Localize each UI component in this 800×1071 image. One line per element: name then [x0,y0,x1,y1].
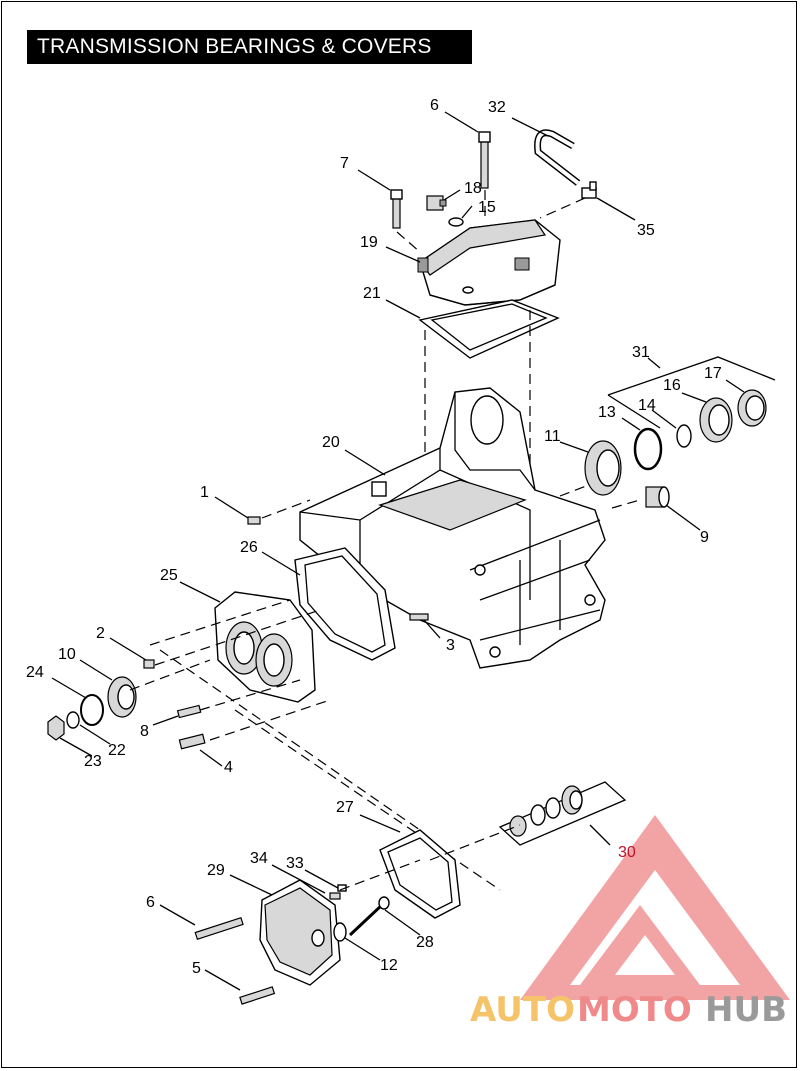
bearing-17 [737,389,767,427]
top-cover-19 [417,219,561,306]
bolt-5 [239,986,276,1005]
watermark-logo [520,815,790,1000]
bearing-cover-25 [214,591,316,703]
side-cover-29 [259,879,341,986]
bolt-6-top [478,131,491,189]
callout-3: 3 [446,637,455,654]
bolt-8 [176,704,202,719]
bearing-11 [584,440,622,496]
callout-12: 12 [380,957,398,974]
callout-26: 26 [240,539,258,556]
pin-28 [348,903,384,937]
oring-15 [448,217,464,227]
callout-9: 9 [700,529,709,546]
callout-18: 18 [464,180,482,197]
callout-25: 25 [160,567,178,584]
retaining-ring-13 [633,427,663,471]
stud-3 [409,613,429,621]
callout-20: 20 [322,434,340,451]
callout-34: 34 [250,850,268,867]
callout-30: 30 [618,844,636,861]
gasket-27 [379,829,461,919]
fitting-35 [581,181,597,199]
callout-2: 2 [96,625,105,642]
leader-lines [51,111,745,991]
callout-24: 24 [26,664,44,681]
nut-23 [47,715,65,741]
transmission-case-20 [299,387,606,669]
switch-18 [426,195,447,211]
oring-14 [676,424,692,448]
watermark-text: AUTO MOTO HUB [470,990,787,1030]
callout-15: 15 [478,199,496,216]
bearing-10 [107,676,137,718]
plug-34 [329,892,341,900]
callout-5: 5 [192,960,201,977]
callout-14: 14 [638,397,656,414]
callout-32: 32 [488,99,506,116]
callout-23: 23 [84,753,102,770]
callout-28: 28 [416,934,434,951]
watermark-auto: AUTO [470,990,575,1030]
callout-6-lower: 6 [146,894,155,911]
callout-35: 35 [637,222,655,239]
dowel-2 [143,659,155,669]
callout-29: 29 [207,862,225,879]
callout-13: 13 [598,404,616,421]
callout-31: 31 [632,344,650,361]
callout-8: 8 [140,723,149,740]
diagram-title: TRANSMISSION BEARINGS & COVERS [27,30,472,64]
oring-12 [333,922,347,942]
callout-11: 11 [544,428,561,445]
bearing-9 [645,486,670,508]
callout-7: 7 [340,155,349,172]
callout-27: 27 [336,799,354,816]
bolt-7 [390,189,403,229]
callout-17: 17 [704,365,722,382]
bolt-6-lower [194,916,244,940]
callout-1: 1 [200,484,209,501]
callout-4: 4 [224,759,233,776]
gasket-26 [294,547,396,661]
callout-21: 21 [363,285,381,302]
watermark-hub: HUB [705,990,787,1030]
callout-10: 10 [58,646,76,663]
callout-33: 33 [286,855,304,872]
spring-30 [509,785,583,837]
callout-19: 19 [360,234,378,251]
bracket-31 [607,356,776,429]
callout-16: 16 [663,377,681,394]
callout-22: 22 [108,742,126,759]
dowel-1 [247,516,261,525]
seal-16 [699,397,733,443]
gasket-21 [418,299,560,359]
bolt-4 [178,733,206,750]
callout-6-top: 6 [430,97,439,114]
ring-24 [80,694,104,726]
watermark-moto: MOTO [577,990,692,1030]
washer-22 [66,711,80,729]
